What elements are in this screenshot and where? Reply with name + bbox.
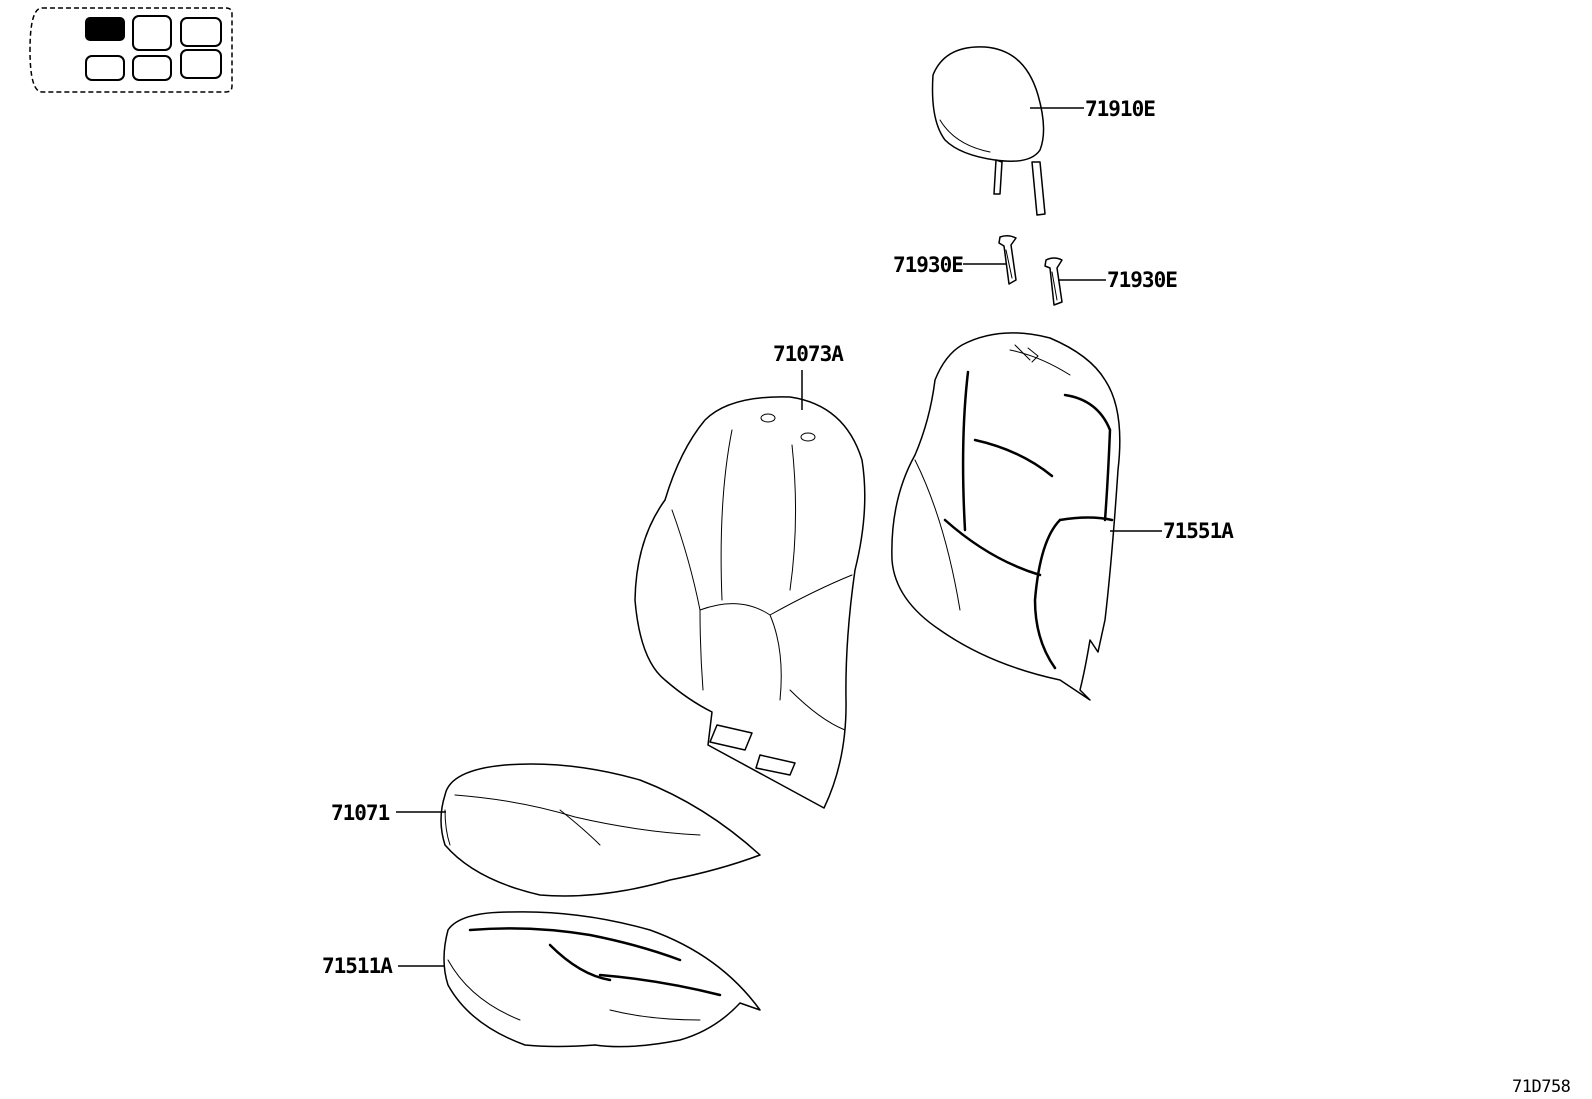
- headrest-drawing: [931, 46, 1046, 216]
- seatback-pad-drawing: [891, 332, 1121, 701]
- part-label-headrest-support-right: 71930E: [1107, 268, 1177, 292]
- diagram-reference-code: 71D758: [1512, 1077, 1571, 1097]
- locator-slot-front-center: [132, 15, 172, 51]
- locator-slot-rear-center: [132, 55, 172, 81]
- part-label-headrest: 71910E: [1085, 97, 1155, 121]
- part-label-seatback-cover: 71073A: [773, 342, 844, 366]
- cushion-cover-drawing: [440, 763, 761, 897]
- locator-frame: [29, 7, 233, 93]
- seatback-cover-drawing: [634, 396, 866, 809]
- locator-slot-front-left: [85, 17, 125, 41]
- cushion-pad-drawing: [443, 911, 761, 1048]
- locator-slot-rear-right: [180, 49, 222, 79]
- seat-position-locator: [29, 7, 233, 93]
- part-label-cushion-pad: 71511A: [322, 954, 393, 978]
- locator-slot-front-right: [180, 17, 222, 47]
- part-label-seatback-pad: 71551A: [1163, 519, 1234, 543]
- locator-slot-rear-left: [85, 55, 125, 81]
- part-label-cushion-cover: 71071: [331, 801, 390, 825]
- headrest-support-left-drawing: [998, 234, 1017, 285]
- part-label-headrest-support-left: 71930E: [893, 253, 963, 277]
- headrest-support-right-drawing: [1044, 257, 1063, 306]
